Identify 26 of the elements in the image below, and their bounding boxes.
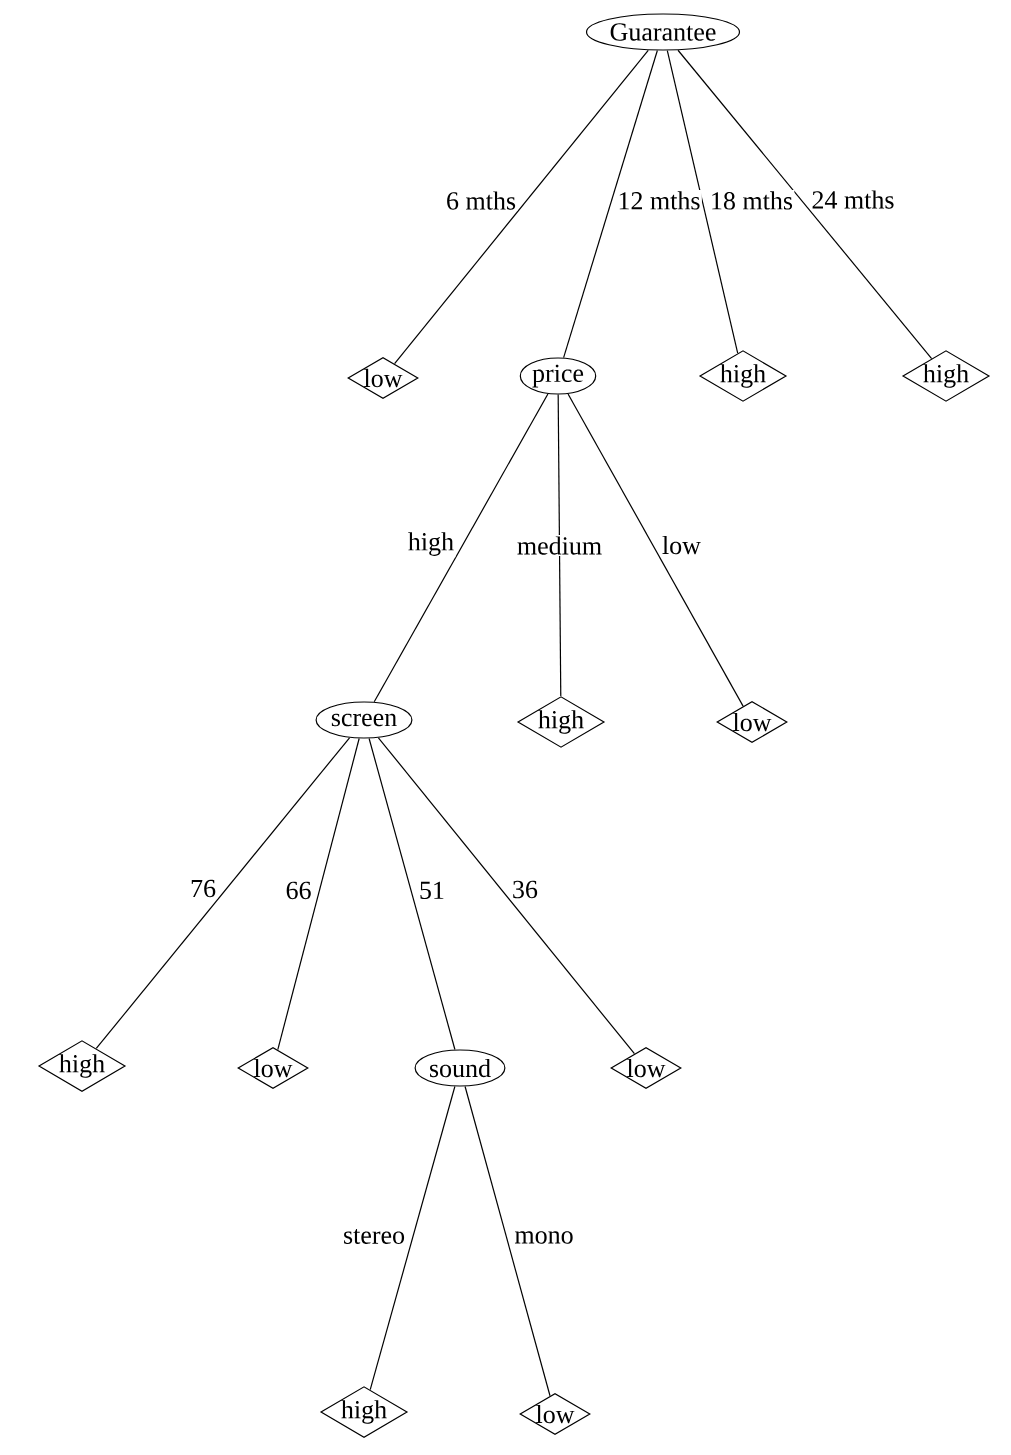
connector-line — [677, 49, 933, 360]
edge-label: 36 — [510, 879, 540, 900]
edge-label: 76 — [188, 878, 218, 899]
edge-label: 66 — [284, 880, 313, 901]
connector-line — [277, 737, 360, 1051]
connector-line — [557, 394, 562, 697]
edge-label: 51 — [417, 880, 447, 901]
edge-label: low — [660, 534, 703, 556]
connector-line — [369, 1085, 456, 1391]
edge-label: 6 mths — [444, 190, 518, 212]
connector-line — [394, 49, 649, 365]
connector-line — [666, 49, 739, 354]
connector-line — [563, 49, 658, 359]
connector-line — [567, 393, 744, 707]
edge-label: 24 mths — [810, 189, 896, 211]
edge-label: stereo — [341, 1227, 407, 1246]
connector-line — [373, 393, 549, 703]
edge-label: 18 mths — [708, 190, 795, 211]
edge-label: mono — [513, 1229, 575, 1245]
connector-line — [464, 1085, 551, 1397]
edge-label: medium — [515, 535, 604, 556]
connector-line — [95, 737, 351, 1050]
edge-label: 12 mths — [616, 189, 702, 211]
connector-line — [377, 737, 635, 1055]
edge-label: high — [406, 530, 456, 558]
connector-line — [368, 737, 456, 1051]
